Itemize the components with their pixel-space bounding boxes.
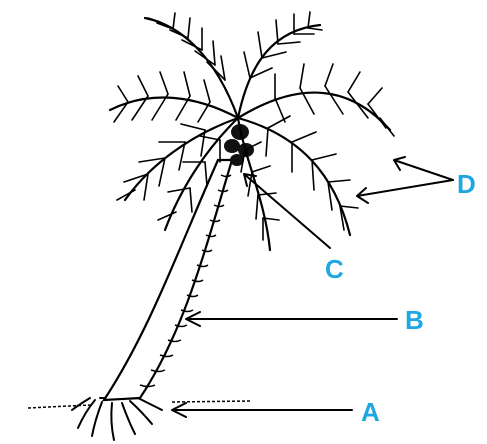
arrow-d-lower	[357, 180, 453, 203]
ground-line	[28, 401, 250, 408]
label-d: D	[457, 169, 476, 199]
palm-roots	[72, 396, 162, 440]
label-b: B	[405, 305, 424, 335]
label-a: A	[361, 397, 380, 427]
arrow-d-upper	[394, 157, 453, 180]
arrow-a	[172, 403, 352, 417]
arrow-b	[186, 312, 397, 326]
palm-leaves	[110, 12, 394, 250]
label-c: C	[325, 254, 344, 284]
